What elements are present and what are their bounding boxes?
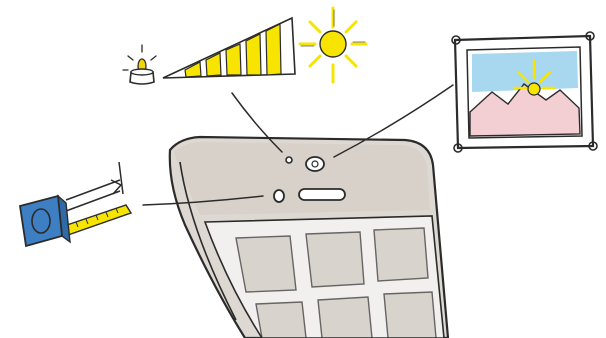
- proximity-sensor: [274, 190, 284, 202]
- app-tile: [384, 292, 436, 338]
- earpiece-speaker: [299, 189, 345, 200]
- app-tile: [306, 232, 364, 287]
- sun-disc: [320, 31, 346, 57]
- smartphone-icon: [170, 137, 448, 338]
- app-tile: [256, 302, 306, 338]
- picture-sun-disc: [528, 83, 540, 95]
- meter-dial: [32, 209, 50, 233]
- meter-end-tick: [119, 162, 123, 194]
- ramp-bars: [185, 24, 281, 77]
- app-tile: [374, 228, 428, 281]
- app-tile: [318, 297, 372, 338]
- sun-icon: [300, 8, 366, 82]
- brightness-ramp-icon: [163, 18, 295, 78]
- phone-top-band: [174, 142, 430, 215]
- meter-measure-line: [66, 180, 120, 200]
- app-tile: [236, 236, 296, 292]
- framed-picture-icon: [452, 32, 597, 152]
- ramp-bar: [226, 44, 241, 75]
- distance-meter-icon: [20, 162, 131, 246]
- candle-top: [131, 69, 153, 75]
- meter-arrow-line: [66, 191, 120, 211]
- candle-icon: [123, 45, 156, 84]
- ramp-bar: [266, 24, 281, 75]
- ramp-bar: [246, 34, 261, 75]
- front-camera: [306, 157, 324, 171]
- ambient-light-sensor: [286, 157, 292, 163]
